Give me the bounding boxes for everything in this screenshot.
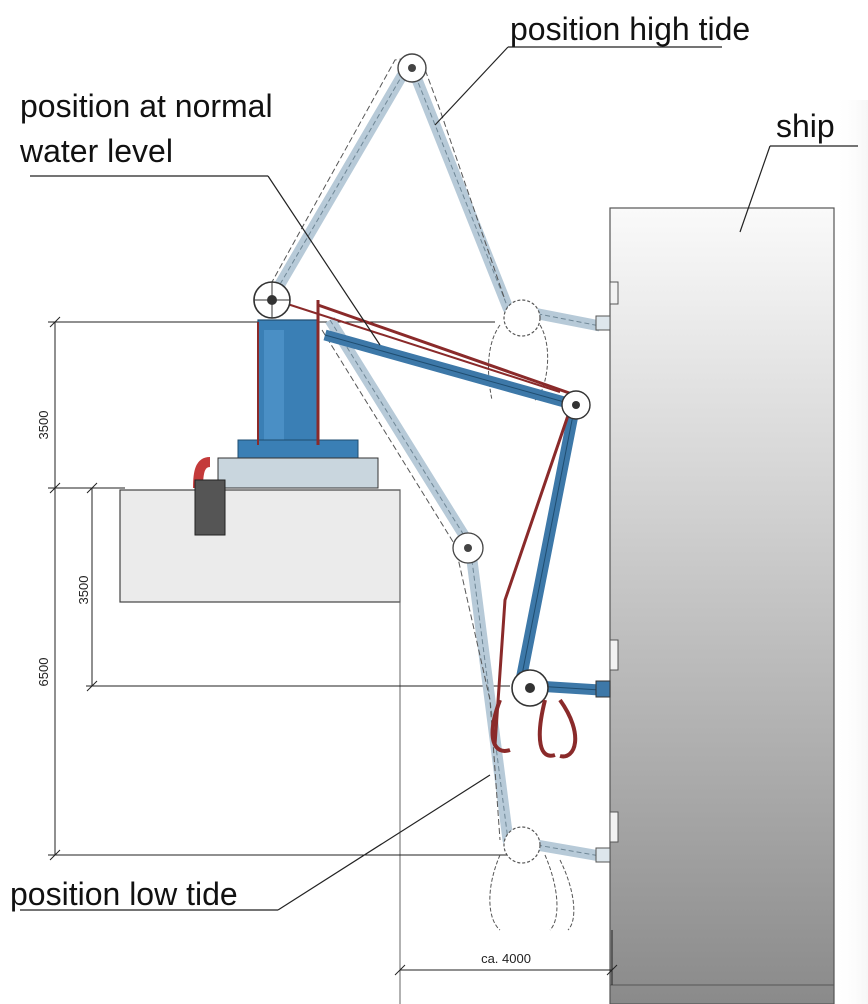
label-high-tide: position high tide	[510, 11, 750, 47]
label-ship: ship	[776, 108, 835, 144]
leader-lines	[20, 46, 858, 911]
dimension-lines	[48, 316, 618, 985]
dim-upper-3500: 3500	[36, 411, 51, 440]
loading-arm-base	[193, 281, 379, 536]
arm-high-tide	[261, 53, 611, 401]
dim-horizontal-4000: ca. 4000	[481, 951, 531, 966]
label-normal-level-line2: water level	[19, 133, 173, 169]
label-normal-level-line1: position at normal	[20, 88, 273, 124]
label-low-tide: position low tide	[10, 876, 238, 912]
arm-low-tide	[321, 317, 611, 931]
dim-inner-3500: 3500	[76, 576, 91, 605]
dim-total-6500: 6500	[36, 658, 51, 687]
ship-hull	[609, 100, 868, 1004]
arm-normal-level	[274, 299, 611, 759]
pier-block	[119, 489, 401, 1004]
ship-brackets	[609, 281, 619, 843]
